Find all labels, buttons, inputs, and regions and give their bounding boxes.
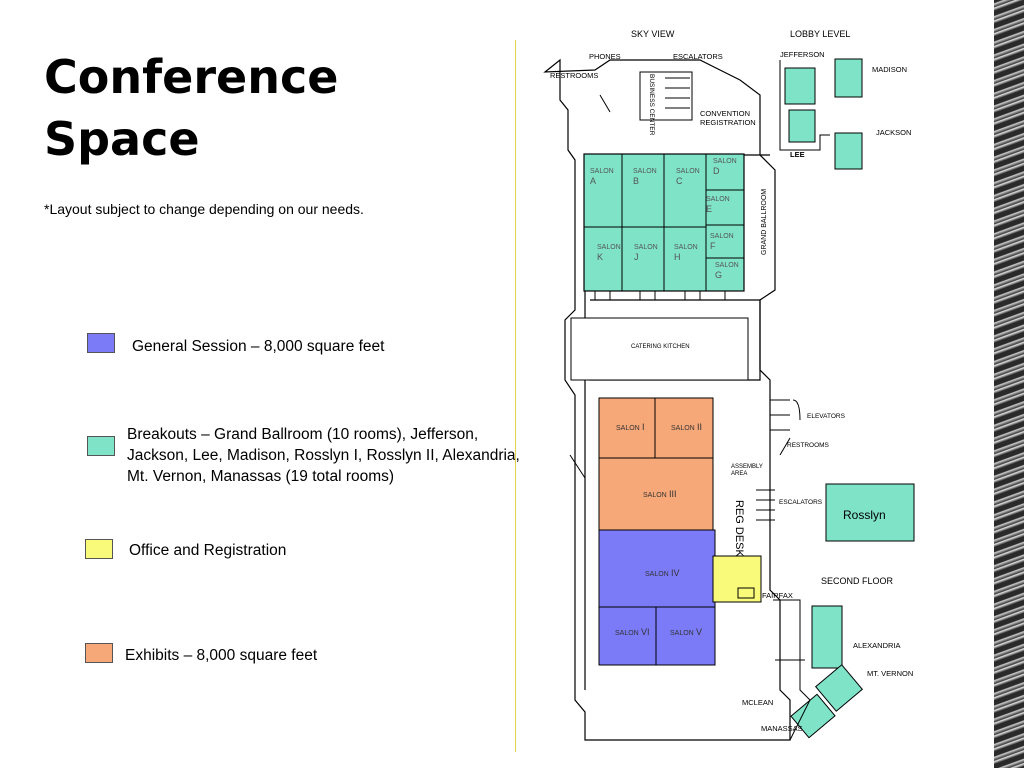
floor-plan: SKY VIEW LOBBY LEVEL PHONES ESCALATORS R… [543, 29, 915, 741]
alexandria-room [811, 605, 843, 669]
manassas-label: MANASSAS [761, 724, 803, 733]
salon-d-letter: D [713, 166, 720, 176]
madison-label: MADISON [872, 65, 907, 74]
alexandria-label: ALEXANDRIA [853, 641, 901, 650]
jefferson-room [784, 67, 816, 105]
assembly-area-label-1: ASSEMBLY [731, 464, 763, 470]
escalators-top-label: ESCALATORS [673, 52, 723, 61]
salon-k-word: SALON [597, 244, 621, 251]
salon-i-word: SALON [616, 425, 640, 432]
salon-v-word: SALON [670, 630, 694, 637]
phones-label: PHONES [589, 52, 621, 61]
catering-kitchen [570, 317, 749, 381]
escalators-mid-label: ESCALATORS [779, 499, 823, 506]
jefferson-label: JEFFERSON [780, 50, 825, 59]
lobby-level-label: LOBBY LEVEL [790, 29, 850, 39]
catering-kitchen-label: CATERING KITCHEN [631, 344, 690, 350]
second-floor-label: SECOND FLOOR [821, 576, 894, 586]
legend-label-office: Office and Registration [129, 542, 287, 559]
sky-view-label: SKY VIEW [631, 29, 675, 39]
salon-e-letter: E [706, 204, 712, 214]
legend-breakouts-line-2: Jackson, Lee, Madison, Rosslyn I, Rossly… [127, 447, 520, 464]
salon-g-word: SALON [715, 262, 739, 269]
layout-note: *Layout subject to change depending on o… [44, 201, 364, 217]
jackson-label: JACKSON [876, 128, 911, 137]
salon-a-word: SALON [590, 168, 614, 175]
salon-h-word: SALON [674, 244, 698, 251]
salon-a-letter: A [590, 176, 596, 186]
office-registration-area [712, 555, 762, 603]
exhibits-area [598, 397, 714, 531]
legend-swatch-office [85, 539, 113, 559]
lee-label: LEE [790, 150, 805, 159]
grand-ballroom-label: GRAND BALLROOM [761, 189, 768, 255]
salon-c-word: SALON [676, 168, 700, 175]
decorative-border [990, 0, 1024, 768]
general-session-area [598, 529, 716, 666]
restrooms-mid-label: RESTROOMS [787, 442, 830, 449]
salon-v-numeral: V [696, 627, 702, 637]
mt-vernon-label: MT. VERNON [867, 669, 913, 678]
title-line-2: Space [44, 112, 200, 166]
salon-ii-word: SALON [671, 425, 695, 432]
salon-iii-numeral: III [669, 489, 677, 499]
salon-vi-numeral: VI [641, 627, 650, 637]
building-outline [543, 58, 791, 741]
salon-iii-word: SALON [643, 492, 667, 499]
legend-swatch-breakouts [87, 436, 115, 456]
salon-j-letter: J [634, 252, 639, 262]
lee-room [788, 109, 816, 143]
salon-f-word: SALON [710, 233, 734, 240]
salon-i-numeral: I [642, 422, 645, 432]
fairfax-label: FAIRFAX [762, 591, 793, 600]
rosslyn-room [825, 483, 915, 542]
salon-k-letter: K [597, 252, 603, 262]
salon-h-letter: H [674, 252, 681, 262]
reg-desk-label: REG DESK [733, 500, 745, 558]
salon-e-word: SALON [706, 196, 730, 203]
salon-g-letter: G [715, 270, 722, 280]
rosslyn-label: Rosslyn [843, 508, 886, 522]
legend-label-exhibits: Exhibits – 8,000 square feet [125, 647, 318, 664]
accent-divider [515, 40, 516, 752]
salon-ii-numeral: II [697, 422, 702, 432]
mt-vernon-room [814, 664, 864, 712]
salon-iv-numeral: IV [671, 568, 680, 578]
madison-room [834, 58, 863, 98]
salon-j-word: SALON [634, 244, 658, 251]
title-line-1: Conference [44, 50, 339, 104]
legend-breakouts-line-3: Mt. Vernon, Manassas (19 total rooms) [127, 468, 395, 485]
business-center-label: BUSINESS CENTER [648, 74, 655, 136]
legend-breakouts-line-1: Breakouts – Grand Ballroom (10 rooms), J… [127, 426, 479, 443]
legend-label-breakouts: Breakouts – Grand Ballroom (10 rooms), J… [127, 424, 520, 487]
assembly-area-label-2: AREA [731, 471, 747, 477]
page-title: Conference Space [44, 46, 364, 170]
jackson-room [834, 132, 863, 170]
legend-label-general-session: General Session – 8,000 square feet [132, 338, 385, 355]
legend-swatch-exhibits [85, 643, 113, 663]
salon-iv-word: SALON [645, 571, 669, 578]
salon-b-letter: B [633, 176, 639, 186]
mclean-label: MCLEAN [742, 698, 773, 707]
legend-swatch-general-session [87, 333, 115, 353]
salon-b-word: SALON [633, 168, 657, 175]
salon-f-letter: F [710, 241, 716, 251]
manassas-room [790, 693, 836, 739]
elevators-label: ELEVATORS [807, 413, 846, 420]
convention-registration-label-1: CONVENTION [700, 109, 750, 118]
salon-d-word: SALON [713, 158, 737, 165]
restrooms-top-label: RESTROOMS [550, 71, 598, 80]
convention-registration-label-2: REGISTRATION [700, 118, 756, 127]
salon-vi-word: SALON [615, 630, 639, 637]
salon-c-letter: C [676, 176, 683, 186]
